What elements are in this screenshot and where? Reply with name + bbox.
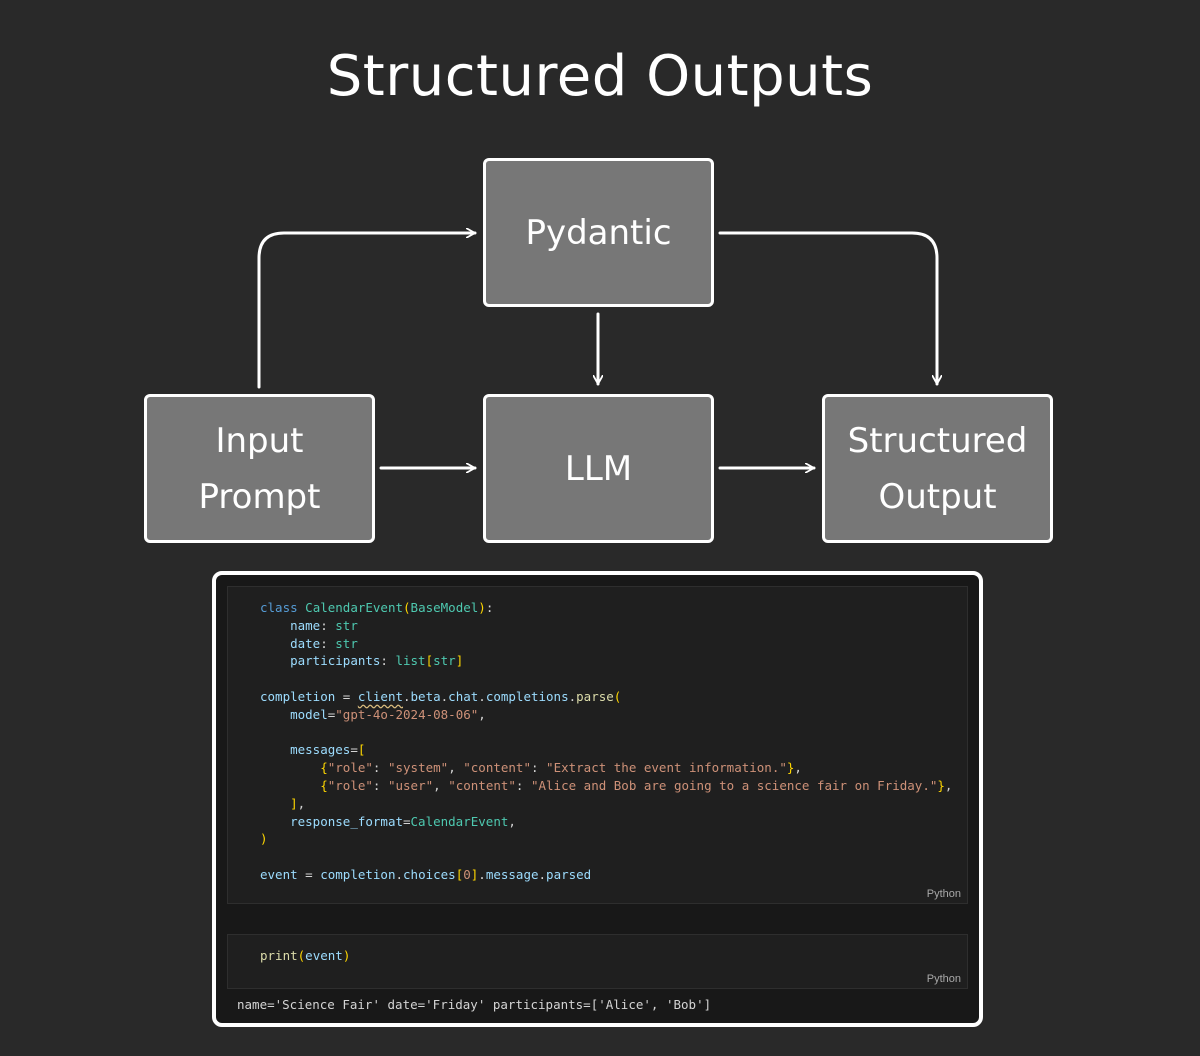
code-line: event = completion.choices[0].message.pa… (260, 866, 592, 882)
node-llm: LLM (483, 394, 714, 543)
code-cell-2-source: print(event) (228, 935, 967, 965)
arrow-input-to-pydantic (257, 233, 477, 389)
node-input-prompt: Input Prompt (144, 394, 375, 543)
node-pydantic-label: Pydantic (525, 212, 672, 253)
code-panel: class CalendarEvent(BaseModel): name: st… (212, 571, 983, 1027)
node-llm-label: LLM (564, 448, 633, 489)
page-title: Structured Outputs (326, 44, 874, 109)
code-line: {"role": "user", "content": "Alice and B… (320, 777, 953, 793)
code-line: date: str (290, 635, 358, 651)
code-line: ) (260, 831, 268, 847)
code-cell-2[interactable]: print(event) Python (227, 934, 968, 989)
node-output-label-line2: Output (878, 476, 997, 517)
code-line-print: print(event) (260, 948, 351, 963)
code-cell-1[interactable]: class CalendarEvent(BaseModel): name: st… (227, 586, 968, 904)
language-label: Python (926, 888, 961, 900)
node-output-label-line1: Structured (847, 420, 1028, 461)
node-input-label-line1: Input (215, 420, 304, 461)
code-line: messages=[ (290, 742, 366, 758)
cell-output-text: name='Science Fair' date='Friday' partic… (237, 997, 712, 1012)
code-cell-1-source: class CalendarEvent(BaseModel): name: st… (228, 587, 967, 884)
arrow-pydantic-to-output (718, 231, 937, 386)
node-pydantic: Pydantic (483, 158, 714, 307)
code-line: model="gpt-4o-2024-08-06", (290, 706, 486, 722)
code-line: class CalendarEvent(BaseModel): (260, 600, 494, 615)
code-line: completion = client.beta.chat.completion… (260, 688, 622, 704)
code-line: participants: list[str] (290, 653, 464, 669)
code-line: {"role": "system", "content": "Extract t… (320, 760, 802, 776)
node-input-label-line2: Prompt (198, 476, 321, 517)
language-label: Python (926, 973, 961, 985)
code-line: name: str (290, 617, 358, 633)
code-line: response_format=CalendarEvent, (290, 813, 516, 829)
code-line: ], (290, 795, 306, 811)
node-structured-output: Structured Output (822, 394, 1053, 543)
